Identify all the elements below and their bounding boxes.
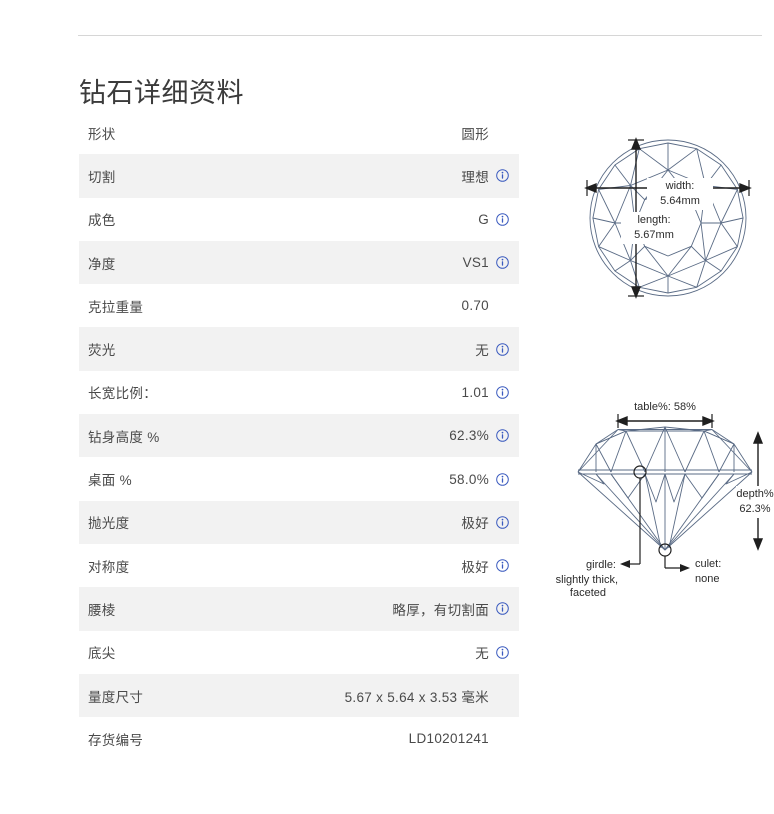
spec-value-group: 无 (475, 339, 509, 359)
spec-value: 无 (475, 646, 489, 662)
spec-row: 腰棱 略厚，有切割面 (79, 587, 519, 631)
side-view-culet-label-line2: none (695, 573, 719, 585)
side-view-culet-label-line1: culet: (695, 558, 721, 570)
info-circle-icon[interactable] (496, 212, 509, 226)
spec-row: 抛光度 极好 (79, 500, 519, 544)
info-circle-icon[interactable] (496, 429, 509, 443)
info-circle-icon[interactable] (496, 386, 509, 399)
spec-value: 58.0% (449, 471, 489, 487)
spec-label: 底尖 (88, 646, 116, 662)
spec-value-group: VS1 (463, 255, 509, 270)
diamond-side-view-diagram: table%: 58% depth% 62.3% (556, 398, 774, 598)
top-view-width-label-line1: width: (665, 180, 695, 192)
top-view-length-label-line2: 5.67mm (634, 229, 674, 241)
spec-row: 荧光 无 (79, 327, 519, 371)
spec-row: 净度 VS1 (79, 240, 519, 285)
spec-value-group: 极好 (461, 556, 509, 576)
spec-label: 量度尺寸 (88, 689, 144, 705)
spec-value-group: 极好 (461, 512, 509, 532)
side-view-girdle-label-line2: slightly thick, (556, 574, 618, 586)
spec-row: 形状 圆形 (79, 111, 519, 154)
spec-label: 抛光度 (88, 516, 130, 532)
top-view-length-label-line1: length: (637, 214, 670, 226)
spec-value-group: 理想 (461, 166, 509, 186)
spec-value-group: G (478, 212, 509, 227)
spec-value: 0.70 (461, 298, 489, 314)
spec-row: 对称度 极好 (79, 544, 519, 587)
spec-row: 钻身高度 % 62.3% (79, 414, 519, 458)
spec-label: 克拉重量 (88, 299, 144, 315)
side-view-girdle-label-line1: girdle: (586, 559, 616, 571)
info-circle-icon[interactable] (496, 256, 509, 269)
info-icon-spacer (496, 689, 509, 702)
spec-value-group: LD10201241 (409, 731, 509, 746)
info-icon-spacer (496, 299, 509, 312)
spec-row: 底尖 无 (79, 631, 519, 674)
spec-value: 略厚，有切割面 (392, 602, 489, 618)
spec-value-group: 5.67 x 5.64 x 3.53 毫米 (345, 686, 509, 706)
info-icon-spacer (496, 126, 509, 139)
info-circle-icon[interactable] (496, 472, 509, 486)
info-circle-icon[interactable] (496, 342, 509, 356)
spec-label: 净度 (88, 256, 116, 272)
spec-value-group: 58.0% (449, 472, 509, 487)
spec-label: 形状 (88, 126, 116, 142)
spec-value-group: 0.70 (462, 298, 509, 313)
info-circle-icon[interactable] (496, 516, 509, 529)
info-circle-icon[interactable] (496, 559, 509, 572)
spec-label: 长宽比例： (88, 386, 157, 402)
spec-value: G (478, 211, 489, 227)
side-view-depth-label-line1: depth% (736, 488, 774, 500)
spec-value: 极好 (461, 559, 489, 575)
spec-value: 圆形 (461, 126, 489, 142)
spec-value: 5.67 x 5.64 x 3.53 毫米 (344, 689, 489, 705)
spec-label: 钻身高度 % (88, 429, 160, 445)
side-view-table-label: table%: 58% (634, 401, 696, 413)
info-circle-icon[interactable] (496, 645, 509, 659)
spec-label: 切割 (88, 169, 116, 185)
spec-label: 桌面 % (88, 473, 132, 489)
spec-value: VS1 (462, 255, 489, 271)
spec-row: 存货编号 LD10201241 (79, 717, 519, 760)
info-circle-icon[interactable] (496, 602, 509, 616)
spec-value-group: 圆形 (461, 123, 509, 143)
spec-value: 无 (475, 343, 489, 359)
spec-label: 荧光 (88, 343, 116, 359)
spec-row: 桌面 % 58.0% (79, 457, 519, 500)
spec-value: 理想 (461, 169, 489, 185)
side-view-girdle-label-line3: faceted (570, 587, 606, 598)
spec-value: 极好 (461, 516, 489, 532)
spec-row: 成色 G (79, 198, 519, 241)
spec-label: 存货编号 (88, 732, 144, 748)
spec-row: 量度尺寸 5.67 x 5.64 x 3.53 毫米 (79, 673, 519, 718)
spec-value-group: 62.3% (449, 428, 509, 443)
diamond-top-view-diagram: width: 5.64mm length: 5.67mm (573, 128, 763, 308)
spec-value-group: 略厚，有切割面 (392, 599, 509, 619)
spec-label: 腰棱 (88, 602, 116, 618)
spec-value-group: 无 (475, 642, 509, 662)
spec-row: 克拉重量 0.70 (79, 284, 519, 327)
side-view-depth-label-line2: 62.3% (739, 503, 770, 515)
spec-label: 对称度 (88, 559, 130, 575)
info-circle-icon[interactable] (496, 169, 509, 183)
spec-value-group: 1.01 (462, 385, 509, 400)
page-title: 钻石详细资料 (79, 78, 244, 109)
header-divider (78, 35, 762, 36)
spec-value: 62.3% (449, 428, 489, 444)
spec-row: 长宽比例： 1.01 (79, 371, 519, 414)
spec-label: 成色 (88, 213, 116, 229)
spec-value: LD10201241 (408, 731, 489, 747)
spec-value: 1.01 (461, 384, 489, 400)
info-icon-spacer (496, 732, 509, 745)
top-view-width-label-line2: 5.64mm (660, 195, 700, 207)
spec-row: 切割 理想 (79, 154, 519, 198)
